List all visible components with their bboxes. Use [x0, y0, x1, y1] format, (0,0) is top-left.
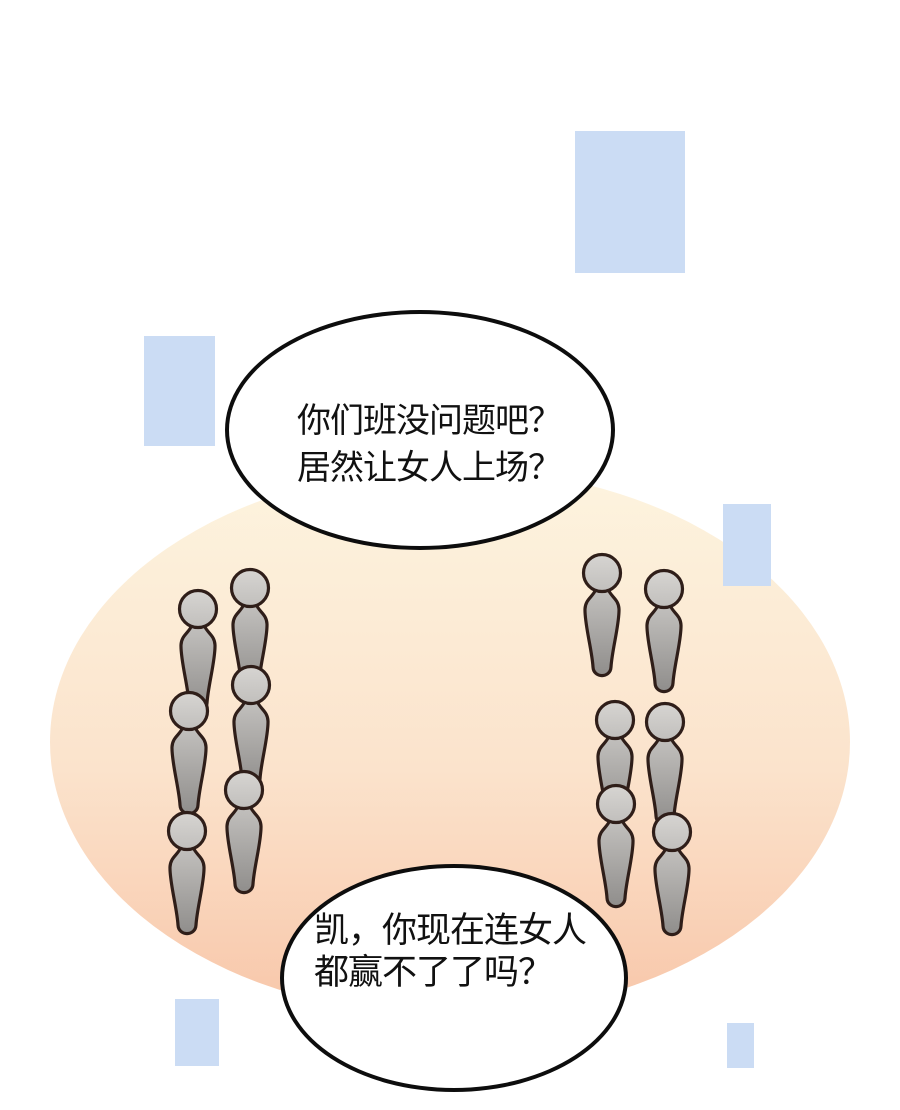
- speech-bubble-bottom: 凯，你现在连女人 都赢不了了吗？: [280, 864, 628, 1092]
- bubble-text-line: 都赢不了了吗？: [314, 953, 553, 992]
- speech-bubble-top: 你们班没问题吧？ 居然让女人上场？: [225, 310, 615, 550]
- speech-bubble-bottom-text: 凯，你现在连女人 都赢不了了吗？: [314, 910, 587, 994]
- crowd-group-right: [581, 552, 693, 937]
- crowd-figure: [230, 664, 272, 790]
- crowd-figure: [643, 568, 685, 694]
- bubble-text-line: 居然让女人上场？: [297, 449, 562, 487]
- crowd-figure: [223, 769, 265, 895]
- speech-bubble-top-text: 你们班没问题吧？ 居然让女人上场？: [297, 398, 562, 492]
- crowd-figure: [644, 701, 686, 827]
- deco-rect-top: [575, 131, 685, 273]
- bubble-text-line: 凯，你现在连女人: [314, 911, 587, 950]
- deco-rect-left: [144, 336, 215, 446]
- crowd-figure: [166, 810, 208, 936]
- deco-rect-bottom-left: [175, 999, 219, 1066]
- crowd-figure: [581, 552, 623, 678]
- crowd-figure: [651, 811, 693, 937]
- deco-rect-right: [723, 504, 771, 586]
- crowd-figure: [595, 783, 637, 909]
- crowd-figure: [168, 690, 210, 816]
- deco-rect-bottom-right: [727, 1023, 754, 1068]
- crowd-group-left: [166, 567, 272, 936]
- bubble-text-line: 你们班没问题吧？: [297, 402, 562, 440]
